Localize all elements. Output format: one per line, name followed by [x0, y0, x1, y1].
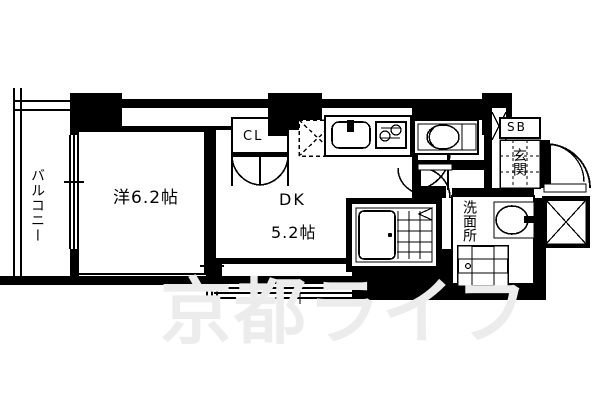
washroom-group — [451, 188, 536, 287]
faucet-icon — [347, 120, 354, 132]
drain-pan — [457, 245, 509, 287]
room-label-closet: CL — [243, 129, 264, 144]
vanity-sink — [493, 201, 536, 239]
toilet-bowl — [426, 124, 460, 150]
bath-floor-tile — [397, 211, 432, 259]
room-label-dining-kitchen-area: 5.2帖 — [271, 223, 317, 242]
room-label-entrance: 玄関 — [511, 148, 527, 176]
bottom-wall-details — [0, 276, 352, 304]
toilet-group — [412, 108, 484, 196]
room-label-shoe-box: SB — [507, 120, 527, 134]
entrance-group — [484, 108, 550, 198]
gas-stove — [375, 121, 407, 149]
toilet-tank — [461, 123, 477, 151]
entry-door-group — [543, 143, 591, 193]
entrance-tile-pattern — [500, 140, 540, 188]
meter-box-group — [542, 196, 590, 248]
shoe-box — [499, 117, 541, 139]
corridor-door-group — [397, 167, 425, 195]
western-room-group — [64, 130, 206, 276]
room-label-western-room: 洋6.2帖 — [113, 188, 180, 208]
bathroom-group — [346, 186, 446, 272]
room-label-washroom: 洗面所 — [461, 200, 477, 242]
room-label-dining-kitchen: DK — [279, 190, 306, 209]
room-label-balcony: バルコニー — [29, 168, 45, 243]
bathtub — [358, 210, 396, 260]
kitchen-counter-group — [324, 115, 412, 157]
closet-group — [231, 117, 289, 186]
entrance-tile — [499, 139, 541, 189]
